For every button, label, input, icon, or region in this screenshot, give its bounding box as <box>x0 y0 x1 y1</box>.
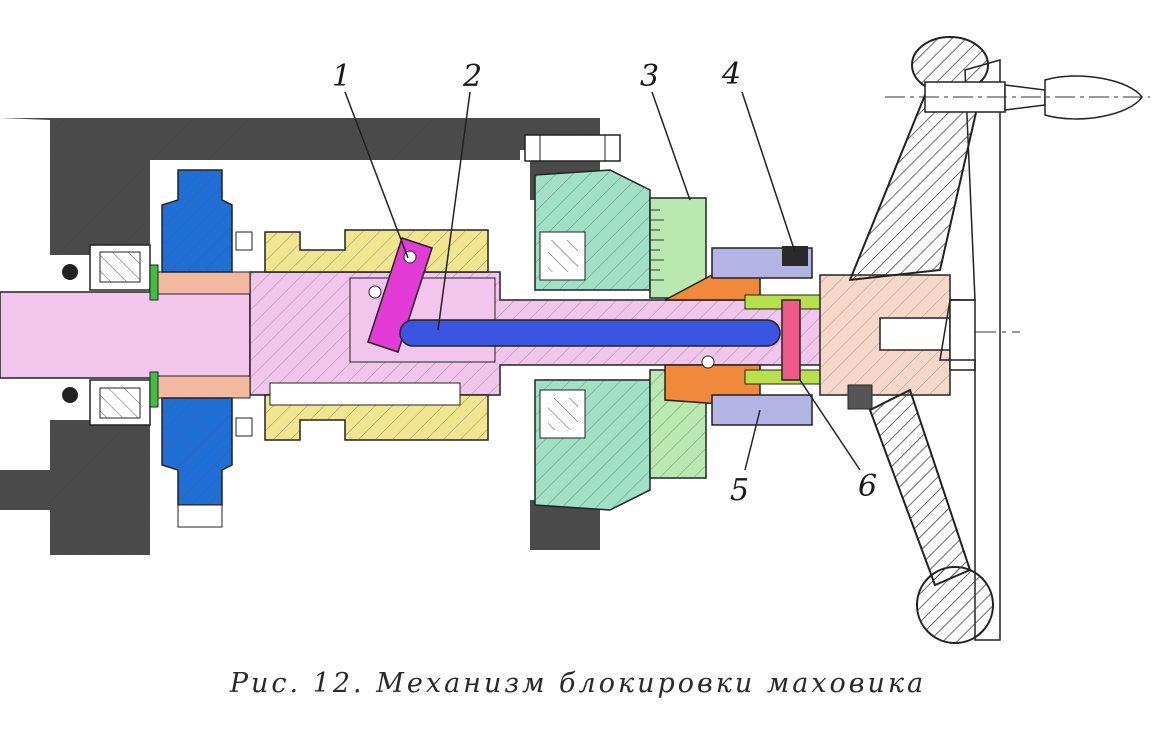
lock-lever <box>367 237 433 353</box>
lock-rod <box>399 319 781 347</box>
callout-5: 5 <box>730 473 749 508</box>
bearing-flange <box>534 169 651 511</box>
callout-6: 6 <box>858 469 877 504</box>
callout-4: 4 <box>721 57 741 92</box>
spacer-ring-bottom <box>154 375 251 399</box>
lock-ring <box>711 246 813 426</box>
housing-bolt <box>524 134 621 162</box>
clutch-coupling <box>264 229 496 441</box>
callout-1: 1 <box>332 59 351 94</box>
spur-gear <box>161 169 253 528</box>
graduated-dial <box>649 197 707 479</box>
handle <box>885 75 1150 120</box>
callout-3: 3 <box>640 59 659 94</box>
spacer-ring-top <box>154 271 251 295</box>
handwheel <box>848 36 1001 644</box>
end-bolt <box>847 299 976 410</box>
callout-2: 2 <box>462 59 482 94</box>
figure-caption: Рис. 12. Механизм блокировки маховика <box>229 668 927 699</box>
left-bearing-bottom <box>62 379 151 426</box>
locking-pin <box>781 299 801 381</box>
leader-lines <box>344 91 861 471</box>
